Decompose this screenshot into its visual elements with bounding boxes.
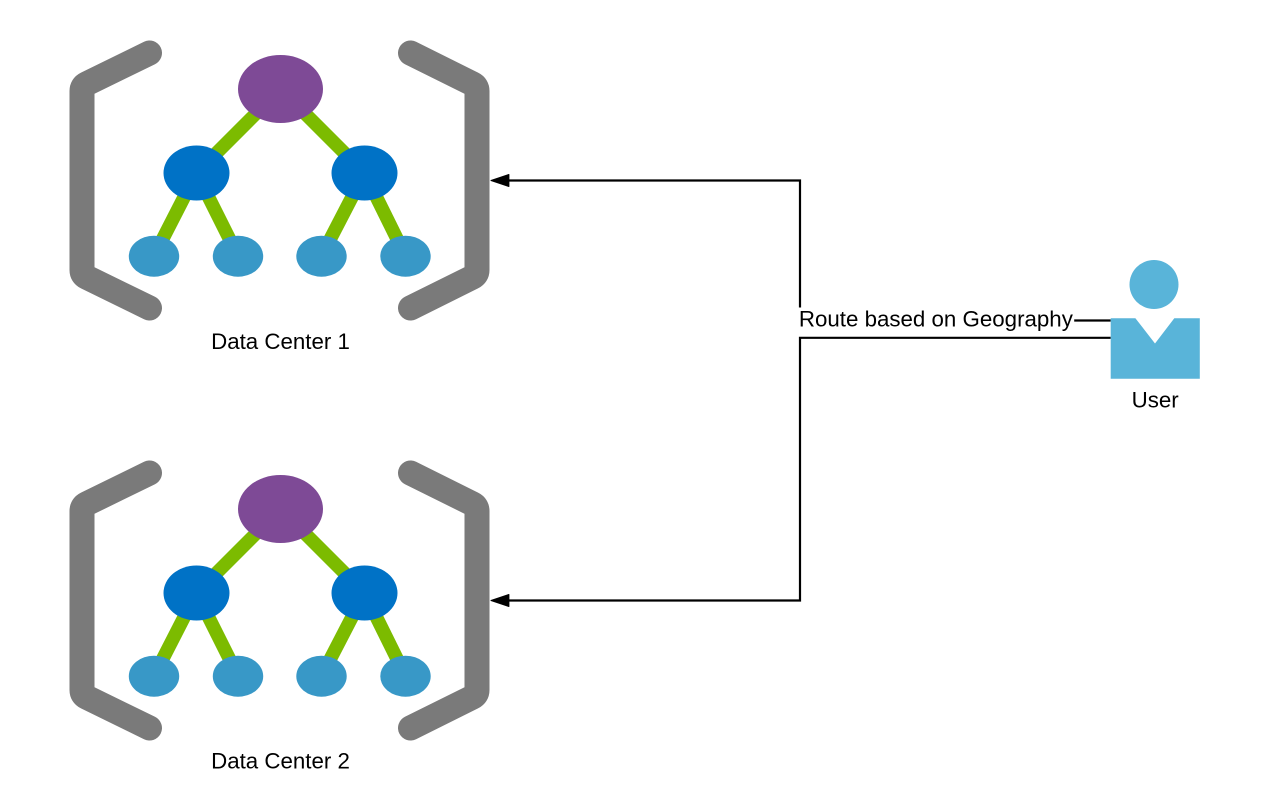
svg-text:User: User (1132, 387, 1180, 412)
svg-text:Route based on Geography: Route based on Geography (799, 307, 1074, 332)
svg-text:Data Center 1: Data Center 1 (211, 329, 350, 354)
svg-text:Data Center 2: Data Center 2 (211, 749, 350, 774)
